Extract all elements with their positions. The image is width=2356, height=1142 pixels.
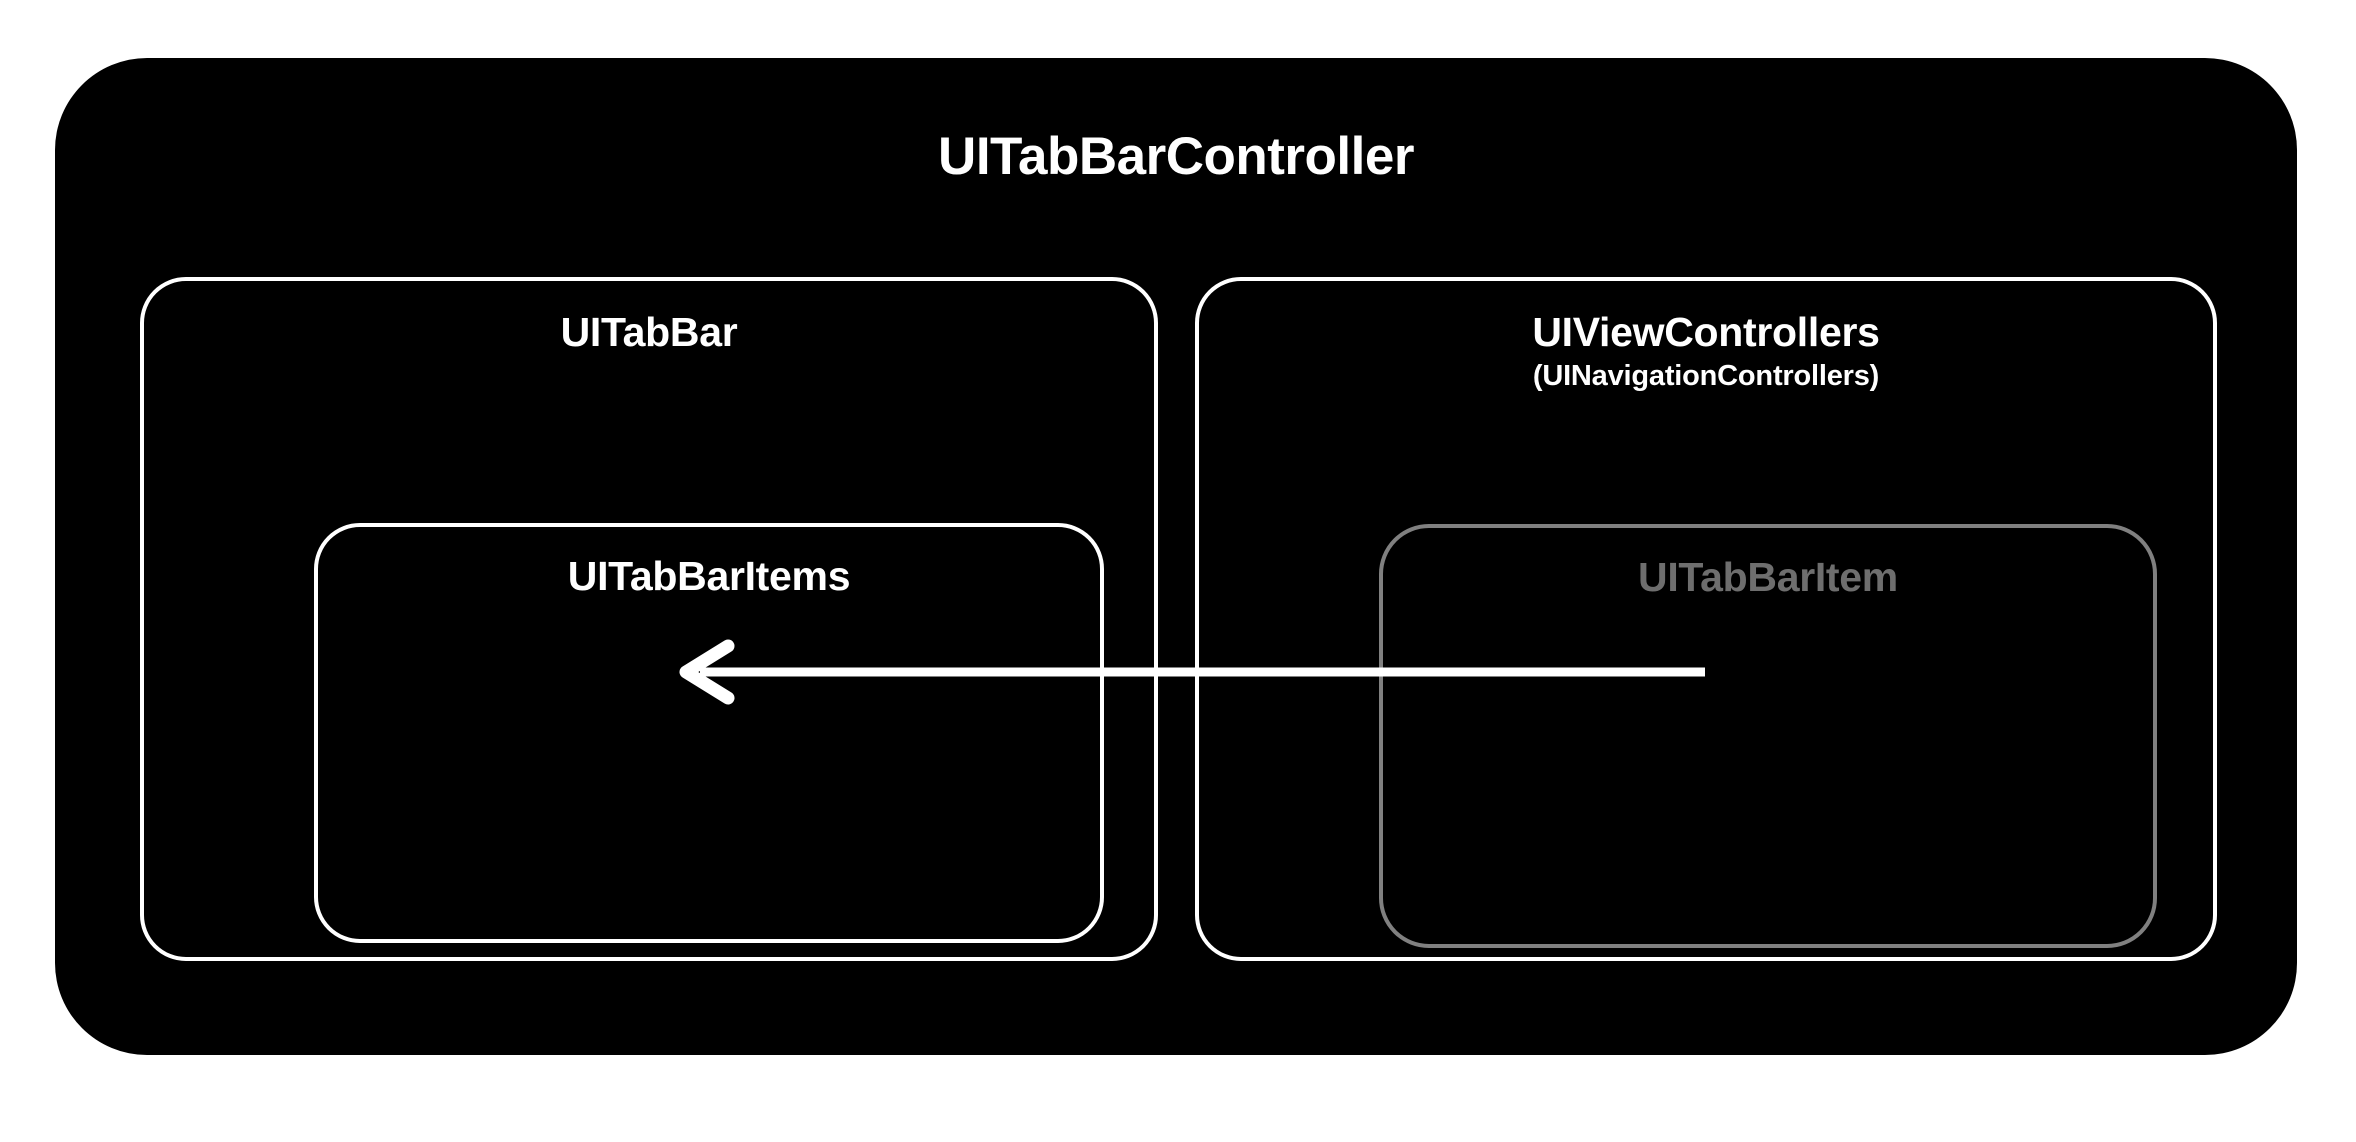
uiviewcontrollers-title: UIViewControllers: [1532, 309, 1880, 355]
uitabbaritems-title: UITabBarItems: [567, 553, 851, 599]
uitabbaritems-box: UITabBarItems: [314, 523, 1104, 943]
uitabbarcontroller-container: UITabBarController UITabBar UITabBarItem…: [55, 58, 2297, 1055]
uiviewcontrollers-subtitle: (UINavigationControllers): [1532, 360, 1880, 392]
uitabbarcontroller-title: UITabBarController: [938, 127, 1414, 186]
uitabbaritem-title: UITabBarItem: [1638, 554, 1898, 600]
uitabbar-title: UITabBar: [560, 309, 738, 355]
uiviewcontrollers-box: UIViewControllers (UINavigationControlle…: [1195, 277, 2217, 961]
uitabbar-box: UITabBar UITabBarItems: [140, 277, 1158, 961]
uitabbaritem-box: UITabBarItem: [1379, 524, 2157, 948]
